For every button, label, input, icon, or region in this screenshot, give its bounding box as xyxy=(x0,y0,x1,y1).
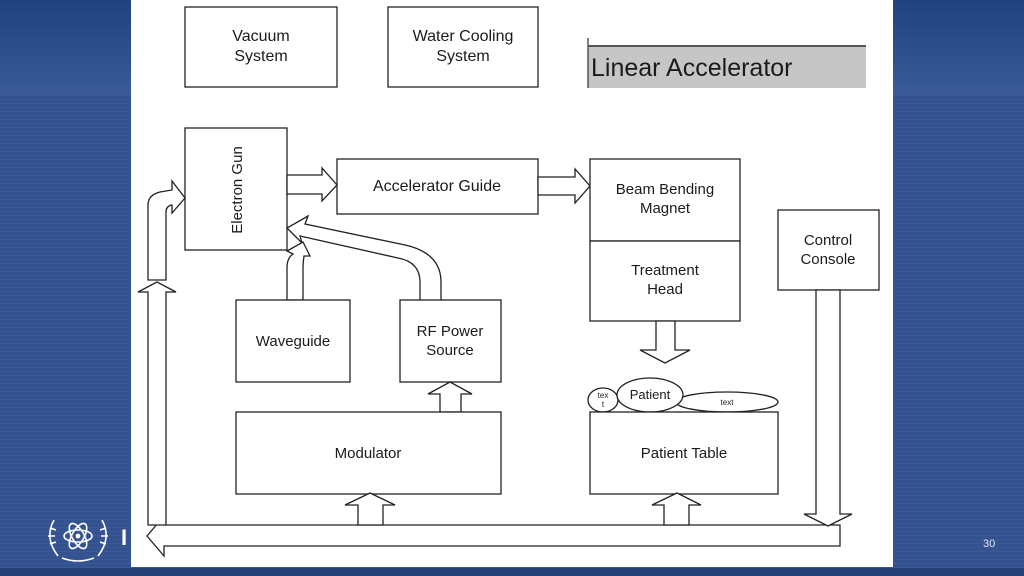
diagram-panel: Linear Accelerator Vacuum System Water C… xyxy=(131,0,893,567)
svg-text:RF Power: RF Power xyxy=(417,323,484,340)
accelerator-guide-box: Accelerator Guide xyxy=(336,158,539,215)
diagram-title: Linear Accelerator xyxy=(587,38,866,88)
svg-text:Treatment: Treatment xyxy=(631,262,700,279)
svg-text:Console: Console xyxy=(800,251,855,268)
svg-text:Control: Control xyxy=(804,232,852,249)
svg-text:tex: tex xyxy=(598,391,609,400)
return-arrow xyxy=(146,514,841,558)
gun-feed-arrow xyxy=(137,281,177,526)
gun-input-bend xyxy=(147,179,186,281)
iaea-logo-icon xyxy=(48,519,108,562)
svg-text:Patient: Patient xyxy=(630,387,671,402)
svg-text:System: System xyxy=(234,48,287,65)
modulator-box: Modulator xyxy=(235,411,502,495)
vacuum-system-box: Vacuum System xyxy=(184,6,338,88)
modulator-to-rf-arrow xyxy=(427,381,473,413)
electron-gun-box: Electron Gun xyxy=(184,127,288,251)
beam-bending-magnet-box: Beam Bending Magnet xyxy=(589,158,741,242)
control-console-box: Control Console xyxy=(777,209,880,291)
svg-text:Patient Table: Patient Table xyxy=(641,445,727,462)
svg-text:Head: Head xyxy=(647,281,683,298)
svg-text:Waveguide: Waveguide xyxy=(256,333,331,350)
svg-text:Source: Source xyxy=(426,342,474,359)
pipe-to-modulator-arrow xyxy=(344,492,396,526)
rf-power-source-box: RF Power Source xyxy=(399,299,502,383)
svg-text:Vacuum: Vacuum xyxy=(232,28,290,45)
gun-to-guide-arrow xyxy=(286,166,338,203)
waveguide-to-gun-arrow xyxy=(285,241,312,301)
console-down-arrow xyxy=(803,289,853,527)
guide-to-magnet-arrow xyxy=(537,167,591,205)
water-cooling-system-box: Water Cooling System xyxy=(387,6,539,88)
rf-to-gun-arrow xyxy=(285,214,442,302)
patient-ellipses: tex t text Patient xyxy=(587,377,779,413)
svg-text:Beam Bending: Beam Bending xyxy=(616,181,714,198)
svg-text:Linear Accelerator: Linear Accelerator xyxy=(591,54,793,82)
svg-text:t: t xyxy=(602,400,605,409)
svg-text:Magnet: Magnet xyxy=(640,200,691,217)
slide-number: 30 xyxy=(983,538,996,550)
svg-text:System: System xyxy=(436,48,489,65)
footer-text: I xyxy=(121,525,128,550)
svg-text:text: text xyxy=(721,398,735,407)
svg-text:Water Cooling: Water Cooling xyxy=(413,28,514,45)
waveguide-box: Waveguide xyxy=(235,299,351,383)
linac-diagram: Linear Accelerator Vacuum System Water C… xyxy=(137,6,880,558)
footer-band xyxy=(0,568,1024,576)
svg-text:Electron Gun: Electron Gun xyxy=(229,146,246,234)
svg-text:Accelerator Guide: Accelerator Guide xyxy=(373,178,501,195)
patient-table-box: Patient Table xyxy=(589,411,779,495)
beam-arrow xyxy=(639,320,691,364)
svg-text:Modulator: Modulator xyxy=(335,445,402,462)
treatment-head-box: Treatment Head xyxy=(589,240,741,322)
pipe-to-table-arrow xyxy=(651,492,702,526)
